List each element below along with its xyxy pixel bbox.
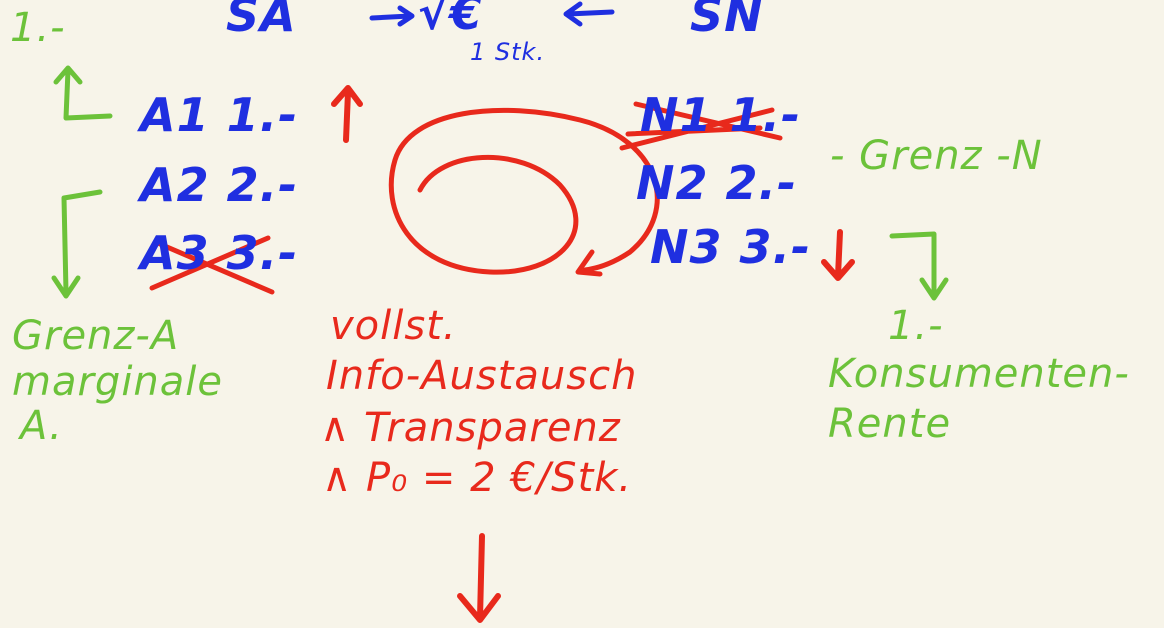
loop-arrow-icon bbox=[388, 107, 660, 275]
arrow-up-icon bbox=[331, 85, 363, 143]
green-bracket-left-top bbox=[53, 65, 113, 121]
consumer-surplus-label: Konsumenten- bbox=[828, 351, 1130, 397]
price-per-unit: √€ bbox=[418, 0, 483, 40]
big-arrow-down-icon bbox=[457, 533, 501, 623]
arrow-left-icon bbox=[563, 1, 615, 27]
red-note-line2: Info-Austausch bbox=[326, 353, 638, 399]
unit-label: 1 Stk. bbox=[470, 38, 546, 66]
marginal-supplier-line2: marginale bbox=[12, 359, 224, 405]
buyer-n2: N2 2.- bbox=[636, 156, 798, 210]
equilibrium-price: ∧ P₀ = 2 €/Stk. bbox=[322, 455, 633, 501]
marginal-supplier-line3: A. bbox=[20, 403, 63, 449]
supplier-a3: A3 3.- bbox=[140, 226, 299, 280]
strike-a3-icon bbox=[149, 235, 275, 295]
arrow-right-icon bbox=[369, 5, 415, 27]
red-note-line3: ∧ Transparenz bbox=[320, 405, 621, 451]
supply-total-label: SA bbox=[226, 0, 297, 42]
red-note-line1: vollst. bbox=[330, 303, 457, 349]
consumer-surplus-value: 1.- bbox=[888, 303, 944, 349]
marginal-buyer-label: - Grenz -N bbox=[830, 133, 1043, 179]
buyer-n3: N3 3.- bbox=[650, 220, 812, 274]
consumer-surplus-label-2: Rente bbox=[828, 401, 952, 447]
supplier-a2: A2 2.- bbox=[140, 158, 299, 212]
green-bracket-left-bottom bbox=[51, 189, 103, 299]
top-left-price: 1.- bbox=[10, 5, 66, 51]
buyer-n1: N1 1.- bbox=[640, 88, 802, 142]
demand-total-label: SN bbox=[690, 0, 764, 42]
strike-n1-icon bbox=[619, 101, 783, 151]
arrow-down-icon bbox=[821, 229, 855, 281]
loop-arrow-head-icon bbox=[575, 249, 603, 277]
marginal-supplier-label: Grenz-A bbox=[12, 313, 180, 359]
green-bracket-right bbox=[889, 231, 949, 301]
top-arrows bbox=[369, 1, 615, 27]
supplier-a1: A1 1.- bbox=[140, 88, 299, 142]
